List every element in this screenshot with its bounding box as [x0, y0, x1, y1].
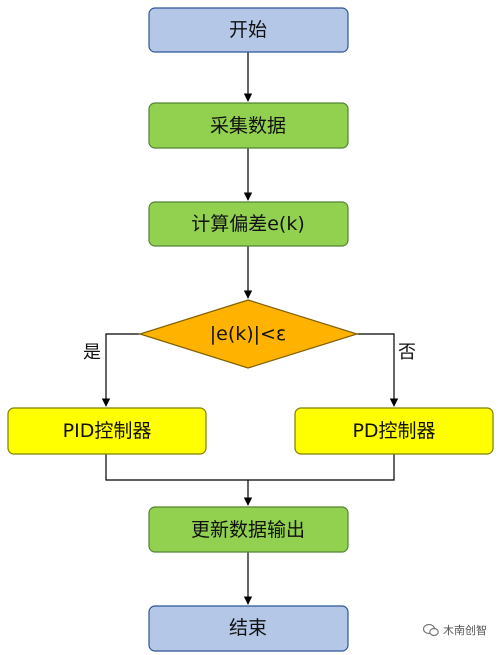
compute-deviation-node: [148, 201, 349, 247]
edge-pid-merge: [105, 454, 395, 481]
update-output-node: [148, 506, 349, 553]
pid-controller-node: [7, 407, 207, 455]
pid-controller-label: PID控制器: [63, 420, 152, 442]
watermark: 木南创智: [423, 622, 487, 638]
decision-node: [138, 299, 360, 369]
edge-decision-yes-to-pid: [101, 333, 140, 407]
edge-decision-no-to-pd: [357, 333, 399, 407]
pd-controller-label: PD控制器: [352, 420, 435, 442]
wechat-icon: [423, 623, 439, 637]
compute-deviation-label: 计算偏差e(k): [191, 213, 305, 235]
decision-label: |e(k)|<ε: [210, 323, 287, 345]
start-node: [148, 7, 349, 53]
collect-data-node: [148, 102, 349, 149]
watermark-text: 木南创智: [443, 624, 487, 637]
edge-label-no: 否: [398, 342, 416, 363]
update-output-label: 更新数据输出: [191, 519, 305, 541]
collect-data-label: 采集数据: [210, 115, 286, 137]
start-node-label: 开始: [229, 19, 267, 41]
edge-label-yes: 是: [83, 342, 101, 363]
end-node: [148, 605, 349, 652]
end-node-label: 结束: [229, 617, 267, 639]
pd-controller-node: [294, 407, 494, 455]
